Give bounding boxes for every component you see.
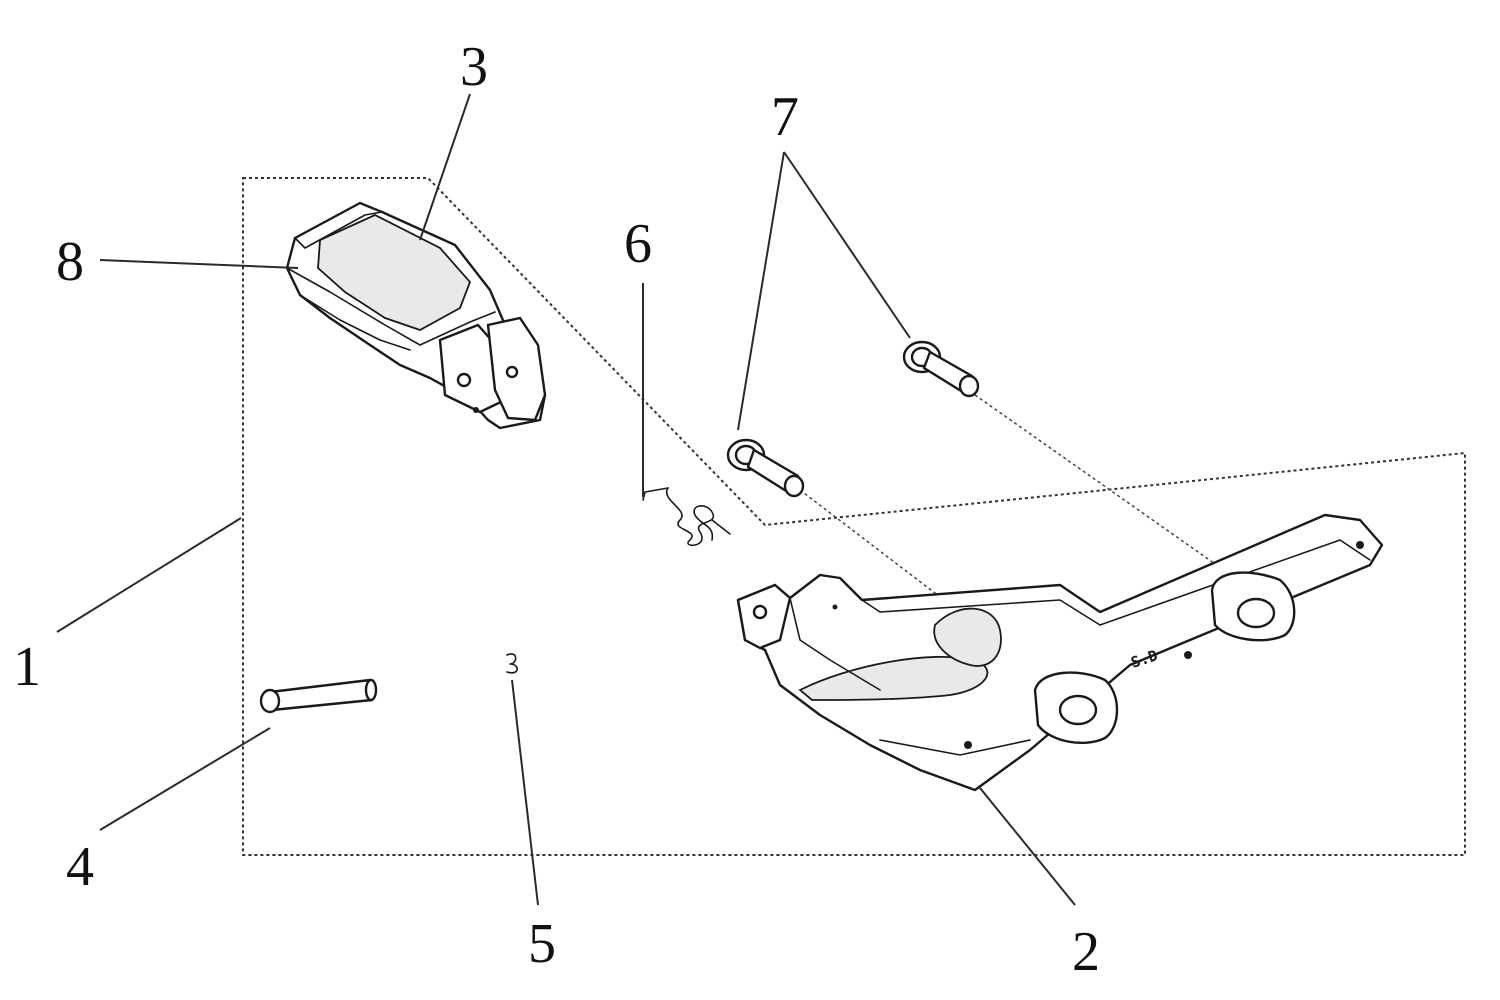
leader-line-7a	[737, 151, 785, 431]
callout-6: 6	[624, 213, 652, 275]
footrest-pad-part	[285, 201, 547, 430]
leader-line-5	[511, 679, 539, 906]
leader-line-4	[99, 727, 271, 831]
callout-2: 2	[1072, 921, 1100, 983]
callout-7: 7	[771, 86, 799, 148]
callout-1: 1	[13, 636, 41, 698]
leader-line-8	[99, 259, 299, 269]
torsion-spring-part	[642, 487, 731, 547]
bolt-alignment-line-upper	[974, 394, 1246, 586]
callout-5: 5	[528, 913, 556, 975]
leader-line-2	[979, 787, 1076, 906]
callout-3: 3	[460, 36, 488, 98]
leader-line-3	[419, 93, 471, 241]
assembly-boundary	[242, 177, 1466, 856]
leader-line-7b	[783, 151, 911, 339]
callout-4: 4	[66, 836, 94, 898]
bolt-upper-part	[902, 340, 980, 398]
bracket-part: S.D	[736, 513, 1384, 792]
callout-8: 8	[56, 231, 84, 293]
clip-part	[506, 653, 518, 674]
leader-line-1	[56, 517, 242, 633]
pin-part	[259, 678, 378, 714]
bolt-lower-part	[726, 438, 805, 498]
